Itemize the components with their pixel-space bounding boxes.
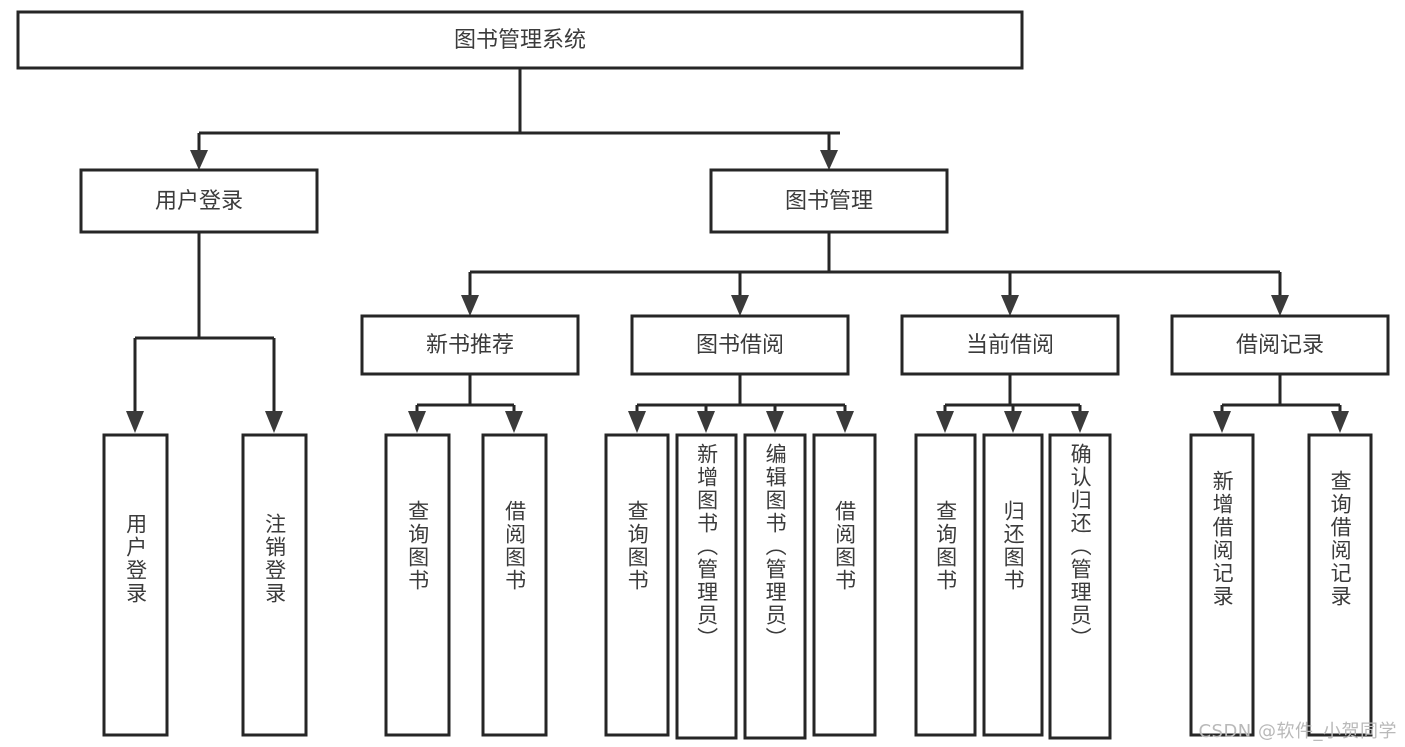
- leaf-new-book-recommend-1[interactable]: [481, 433, 548, 737]
- leaf-current-borrow-2[interactable]: [1048, 433, 1112, 740]
- connector-root-to-level2: [190, 68, 840, 170]
- node-book-management[interactable]: 图书管理: [709, 168, 949, 234]
- leaf-user-login-1[interactable]: [241, 433, 308, 737]
- leaf-book-borrow-0[interactable]: [604, 433, 670, 737]
- connector-newbook-to-leaves: [408, 374, 523, 433]
- leaf-current-borrow-1[interactable]: [982, 433, 1044, 737]
- node-borrow-record-label: 借阅记录: [1236, 333, 1324, 358]
- node-book-borrow-label: 图书借阅: [696, 333, 784, 358]
- connector-bookborrow-to-leaves: [628, 374, 854, 433]
- leaf-book-borrow-3[interactable]: [812, 433, 877, 737]
- leaf-new-book-recommend-0[interactable]: [384, 433, 451, 737]
- node-user-login-label: 用户登录: [155, 189, 243, 214]
- leaf-book-borrow-2[interactable]: [743, 433, 807, 740]
- connector-bookmgmt-to-level3: [461, 232, 1289, 316]
- leaf-borrow-record-1[interactable]: [1307, 433, 1373, 737]
- node-new-book-recommend[interactable]: 新书推荐: [360, 314, 580, 376]
- node-user-login[interactable]: 用户登录: [79, 168, 319, 234]
- leaf-current-borrow-0[interactable]: [914, 433, 977, 737]
- watermark-text: CSDN @软件_小贺同学: [1198, 721, 1397, 742]
- connector-userlogin-to-leaves: [126, 232, 283, 433]
- node-book-borrow[interactable]: 图书借阅: [630, 314, 850, 376]
- node-current-borrow-label: 当前借阅: [966, 333, 1054, 358]
- node-book-management-label: 图书管理: [785, 189, 873, 214]
- node-borrow-record[interactable]: 借阅记录: [1170, 314, 1390, 376]
- connector-currentborrow-to-leaves: [936, 374, 1089, 433]
- node-root[interactable]: 图书管理系统: [16, 10, 1024, 70]
- node-root-label: 图书管理系统: [454, 28, 586, 53]
- connector-borrowrecord-to-leaves: [1213, 374, 1349, 433]
- leaf-user-login-0[interactable]: [102, 433, 169, 737]
- leaf-book-borrow-1[interactable]: [675, 433, 738, 740]
- node-new-book-recommend-label: 新书推荐: [426, 333, 514, 358]
- leaf-borrow-record-0[interactable]: [1189, 433, 1255, 737]
- node-current-borrow[interactable]: 当前借阅: [900, 314, 1120, 376]
